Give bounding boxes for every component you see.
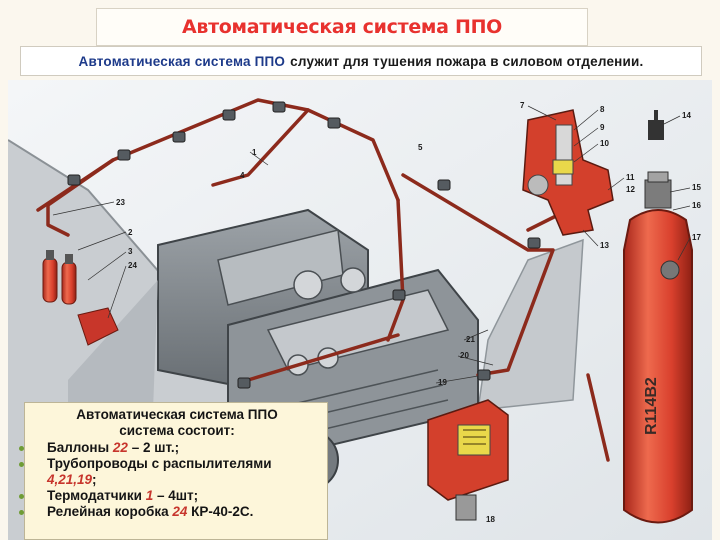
callout-24: 24 (128, 261, 137, 270)
item-tail: КР-40-2С. (191, 504, 254, 519)
callout-12: 12 (626, 185, 635, 194)
pipe-clamps (67, 101, 541, 389)
callout-14: 14 (682, 111, 691, 120)
callout-10: 10 (600, 139, 609, 148)
item-tail: – 4шт; (156, 488, 199, 503)
title-box: Автоматическая система ППО (96, 8, 588, 46)
subtitle-box: Автоматическая система ППО служит для ту… (20, 46, 702, 76)
composition-heading: Автоматическая система ППО система состо… (33, 407, 321, 439)
item-label: Релейная коробка (47, 504, 169, 519)
list-item-thermosensors: Термодатчики 1 – 4шт; (19, 488, 321, 504)
callout-8: 8 (600, 105, 605, 114)
callout-4: 4 (240, 171, 245, 180)
callout-16: 16 (692, 201, 701, 210)
relay-box (427, 399, 509, 521)
callout-2: 2 (128, 228, 133, 237)
item-refs: 22 (112, 440, 128, 455)
callout-5: 5 (418, 143, 423, 152)
valve-cross-section (522, 109, 664, 236)
callout-7: 7 (520, 101, 525, 110)
bulkhead-panel (477, 238, 584, 411)
list-item-relay-box: Релейная коробка 24 КР-40-2С. (19, 504, 321, 520)
system-composition-box: Автоматическая система ППО система состо… (19, 402, 328, 540)
callout-19: 19 (438, 378, 447, 387)
list-item-cylinders: Баллоны 22 – 2 шт.; (19, 440, 321, 456)
subtitle-system-name: Автоматическая система ППО (78, 53, 286, 69)
callout-13: 13 (600, 241, 609, 250)
callout-17: 17 (692, 233, 701, 242)
callout-1-top: 1 (252, 148, 257, 157)
callout-18: 18 (486, 515, 495, 524)
subtitle-description: служит для тушения пожара в силовом отде… (290, 53, 644, 69)
item-refs: 24 (172, 504, 188, 519)
item-label: Трубопроводы с распылителями (47, 456, 272, 471)
list-item-pipelines: Трубопроводы с распылителями 4,21,19; (19, 456, 321, 488)
item-label: Термодатчики (47, 488, 142, 503)
composition-list: Баллоны 22 – 2 шт.; Трубопроводы с распы… (19, 440, 321, 520)
callout-21: 21 (466, 335, 475, 344)
item-label: Баллоны (47, 440, 110, 455)
callout-3: 3 (128, 247, 133, 256)
callout-23: 23 (116, 198, 125, 207)
fire-system-illustration: R114B2 7 8 9 10 11 12 13 14 15 16 17 18 … (8, 80, 712, 540)
callout-9: 9 (600, 123, 605, 132)
fire-extinguisher-cylinder: R114B2 (623, 171, 693, 524)
callout-labels: 7 8 9 10 11 12 13 14 15 16 17 18 1 2 3 4… (116, 101, 701, 524)
item-tail: – 2 шт.; (131, 440, 180, 455)
cylinder-label: R114B2 (643, 377, 660, 435)
composition-heading-line1: Автоматическая система ППО (76, 407, 278, 422)
callout-15: 15 (692, 183, 701, 192)
callout-leader-lines (52, 105, 691, 384)
callout-20: 20 (460, 351, 469, 360)
item-refs: 1 (145, 488, 154, 503)
item-tail: ; (92, 472, 97, 487)
callout-11: 11 (626, 173, 635, 182)
composition-heading-line2: система состоит: (119, 423, 235, 438)
page-title: Автоматическая система ППО (181, 16, 503, 38)
item-refs: 4,21,19 (47, 472, 93, 487)
